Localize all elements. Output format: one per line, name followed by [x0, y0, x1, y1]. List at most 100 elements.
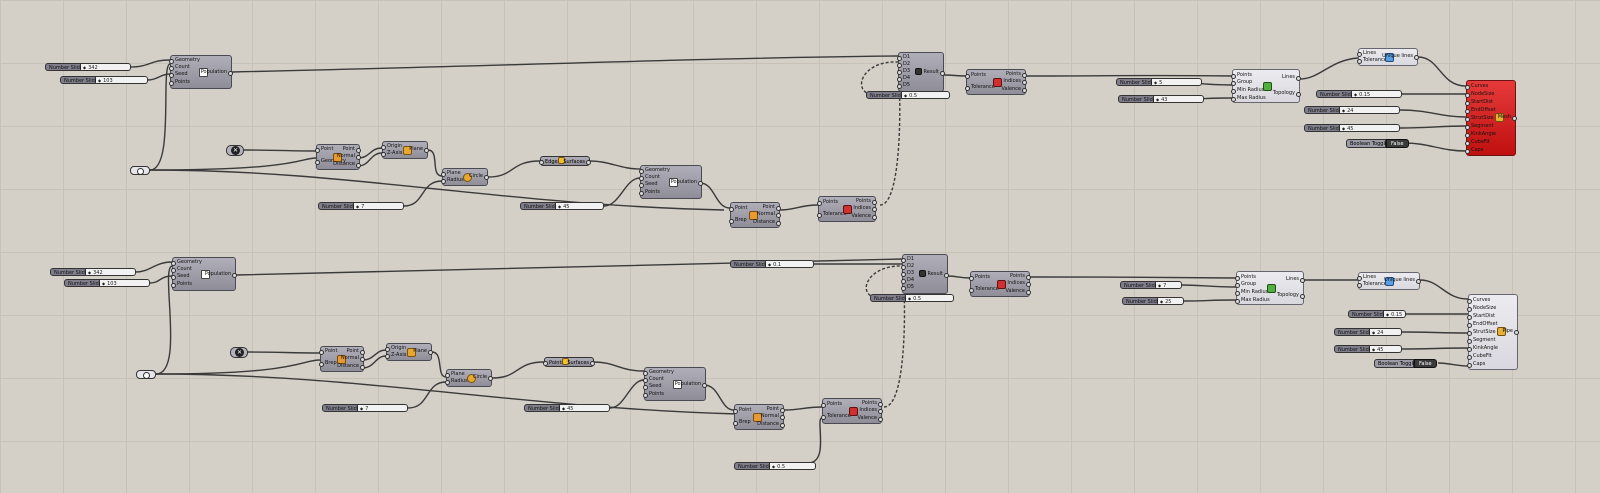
wire: [943, 74, 967, 77]
wire: [407, 381, 447, 409]
closest-point-node[interactable]: Point Geometry Point Normal Distance: [314, 144, 362, 170]
closest-point-icon: [337, 355, 346, 364]
wire: [149, 169, 725, 211]
circle-node[interactable]: Plane Radius Circle: [441, 168, 490, 186]
closest-point-node[interactable]: Point Brep Point Normal Distance: [732, 404, 786, 430]
wire: [1183, 299, 1237, 302]
merge-icon: [915, 68, 922, 75]
number-slider[interactable]: Number Slider 7: [318, 202, 404, 210]
number-slider[interactable]: Number Slider 0.5: [870, 294, 954, 302]
population-icon: [199, 68, 208, 77]
wire: [491, 361, 545, 379]
wire: [361, 349, 387, 361]
plane-normal-node[interactable]: Origin Z-Axis Plane: [384, 343, 433, 361]
wire: [431, 351, 447, 378]
wire: [1401, 331, 1469, 334]
wire: [1417, 56, 1467, 87]
wire: [1181, 284, 1237, 288]
wire: [947, 275, 971, 279]
voronoi-node[interactable]: Points Group Min Radius Max Radius Lines…: [1234, 271, 1306, 305]
number-slider[interactable]: Number Slider 0.5: [866, 91, 950, 99]
merge-icon: [919, 270, 926, 277]
number-slider[interactable]: Number Slider 7: [322, 404, 408, 412]
wire: [1437, 362, 1469, 367]
wire: [149, 157, 317, 171]
boundary-surfaces-node[interactable]: Edges Surfaces: [538, 156, 591, 166]
number-slider[interactable]: Number Slider 5: [1116, 78, 1202, 86]
closest-point-icon: [333, 153, 342, 162]
voronoi-node[interactable]: Points Group Min Radius Max Radius Lines…: [1230, 69, 1302, 103]
closest-point-icon: [753, 413, 762, 422]
populate-geometry-node[interactable]: Geometry Count Seed Points Population: [168, 55, 234, 89]
populate-geometry-node[interactable]: Geometry Count Seed Points Population: [170, 257, 238, 291]
cull-duplicates-node[interactable]: Points Tolerance Points Indices Valence: [964, 69, 1028, 95]
plane-normal-node[interactable]: Origin Z-Axis Plane: [380, 141, 429, 159]
relay-node[interactable]: [136, 370, 156, 379]
closest-point-icon: [749, 211, 758, 220]
wire: [247, 351, 321, 354]
wire: [1419, 279, 1469, 300]
plane-icon: [403, 146, 412, 155]
number-slider[interactable]: Number Slider 24: [1304, 106, 1400, 114]
population-icon: [673, 380, 682, 389]
number-slider[interactable]: Number Slider 24: [1334, 328, 1402, 336]
wire: [783, 406, 823, 411]
number-slider[interactable]: Number Slider 45: [520, 202, 604, 210]
wire: [1399, 109, 1467, 118]
number-slider[interactable]: Number Slider 342: [50, 268, 136, 276]
unique-lines-node[interactable]: Lines Tolerance Unique lines: [1356, 48, 1419, 66]
number-slider[interactable]: Number Slider 342: [45, 63, 131, 71]
merge-node[interactable]: D1 D2 D3 D4 D5 Result: [900, 254, 950, 294]
unique-lines-node[interactable]: Lines Tolerance Unique lines: [1356, 272, 1421, 290]
cull-duplicates-node[interactable]: Points Tolerance Points Indices Valence: [968, 271, 1032, 297]
number-slider[interactable]: Number Slider 0.15: [1348, 310, 1406, 318]
closest-point-node[interactable]: Point Brep Point Normal Distance: [318, 346, 366, 372]
wire: [609, 379, 645, 409]
wire: [403, 180, 443, 207]
cull-duplicates-node[interactable]: Points Tolerance Points Indices Valence: [816, 196, 878, 222]
unique-lines-icon: [1385, 53, 1394, 62]
brep-param[interactable]: [226, 145, 244, 156]
number-slider[interactable]: Number Slider 25: [1122, 297, 1184, 305]
population-icon: [669, 178, 678, 187]
exoskeleton-icon: [1497, 327, 1506, 336]
wire: [1403, 142, 1467, 152]
number-slider[interactable]: Number Slider 7: [1120, 281, 1182, 289]
cull-duplicates-icon: [997, 280, 1006, 289]
voronoi-icon: [1263, 82, 1272, 91]
exoskeleton-icon: [1495, 113, 1504, 122]
closest-point-node[interactable]: Point Brep Point Normal Distance: [728, 202, 782, 228]
wire: [427, 149, 443, 177]
wire: [1299, 57, 1359, 80]
merge-node[interactable]: D1 D2 D3 D4 D5 Result: [896, 52, 946, 92]
unique-lines-icon: [1385, 277, 1394, 286]
circle-node[interactable]: Plane Radius Circle: [445, 369, 494, 387]
populate-geometry-node[interactable]: Geometry Count Seed Points Population: [642, 367, 708, 401]
wire: [807, 417, 823, 464]
plane-icon: [407, 348, 416, 357]
number-slider[interactable]: Number Slider 43: [1118, 95, 1204, 103]
number-slider[interactable]: Number Slider 0.1: [730, 260, 814, 268]
number-slider[interactable]: Number Slider 0.5: [734, 462, 816, 470]
number-slider[interactable]: Number Slider 103: [60, 76, 148, 84]
number-slider[interactable]: Number Slider 45: [524, 404, 610, 412]
wire: [155, 359, 321, 375]
relay-node[interactable]: [130, 166, 150, 175]
boundary-surfaces-node[interactable]: Points Surfaces: [542, 357, 595, 367]
number-slider[interactable]: Number Slider 103: [64, 279, 150, 287]
circle-icon: [467, 374, 476, 383]
populate-geometry-node[interactable]: Geometry Count Seed Points Population: [638, 165, 704, 199]
brep-param[interactable]: [230, 347, 248, 358]
exoskeleton-node[interactable]: Curves NodeSize StartDist EndOffset Stru…: [1466, 294, 1519, 370]
circle-icon: [463, 173, 472, 182]
number-slider[interactable]: Number Slider 0.15: [1316, 90, 1402, 98]
exoskeleton-node[interactable]: Curves NodeSize StartDist EndOffset Stru…: [1464, 80, 1518, 156]
cull-duplicates-icon: [993, 78, 1002, 87]
cull-duplicates-node[interactable]: Points Tolerance Points Indices Valence: [820, 398, 884, 424]
wire: [231, 55, 899, 73]
number-slider[interactable]: Number Slider 45: [1334, 345, 1402, 353]
wire: [779, 204, 819, 211]
number-slider[interactable]: Number Slider 45: [1304, 124, 1400, 132]
